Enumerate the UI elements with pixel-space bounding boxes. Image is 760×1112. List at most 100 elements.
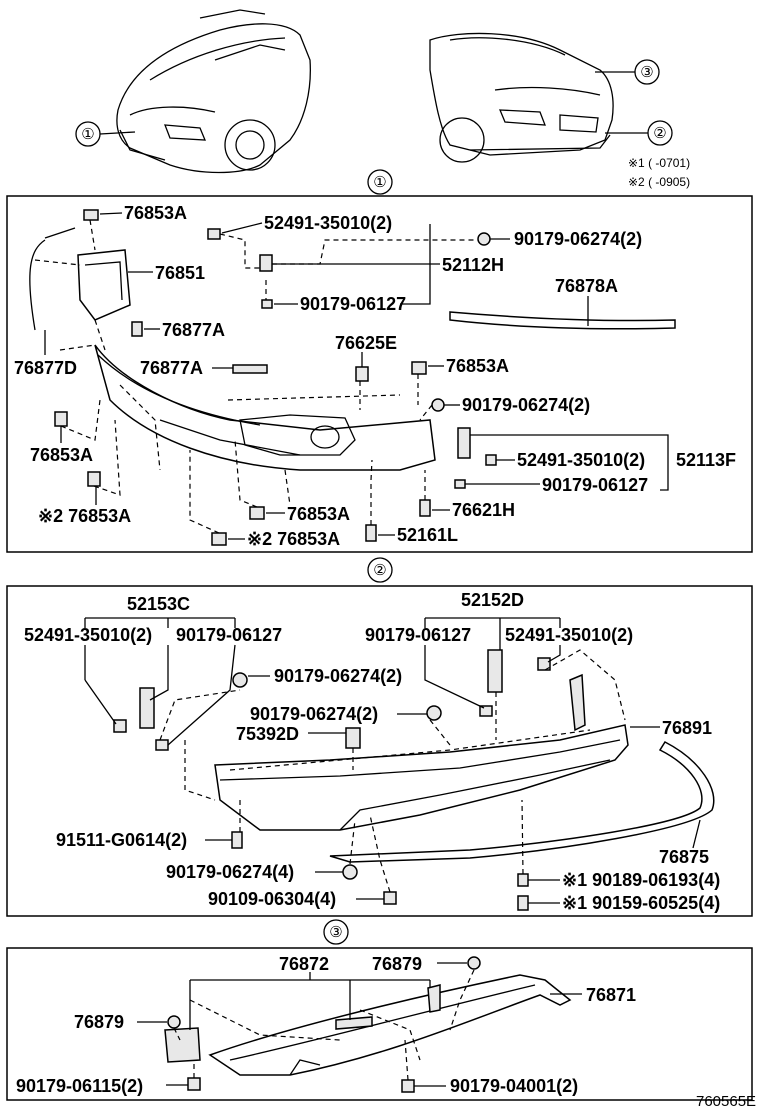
label-76872: 76872 — [279, 954, 329, 974]
label-90179-04001: 90179-04001(2) — [450, 1076, 578, 1096]
section-marker-1: ① — [367, 169, 393, 195]
nut-90179-06127-a — [261, 299, 273, 309]
screw-52491-a — [207, 228, 221, 240]
label-90179-06274-a: 90179-06274(2) — [514, 229, 642, 249]
label-76879-right: 76879 — [372, 954, 422, 974]
retainer-52153C — [139, 687, 155, 729]
section-3-leaders — [137, 962, 582, 1087]
label-76851: 76851 — [155, 263, 205, 283]
nut-90189 — [517, 873, 529, 887]
tape-76872 — [335, 1016, 373, 1030]
label-52161L: 52161L — [397, 525, 458, 545]
section-1-assembly-lines — [34, 219, 478, 534]
label-75392D: 75392D — [236, 724, 299, 744]
clip-76877A-a — [131, 321, 143, 337]
bolt-91511 — [231, 831, 243, 849]
clip-76625E — [355, 366, 369, 382]
section-marker-3: ③ — [323, 919, 349, 945]
label-76853A-mid: 76853A — [446, 356, 509, 376]
marker-rear-3: ③ — [595, 59, 660, 85]
label-52153C: 52153C — [127, 594, 190, 614]
molding-76877D — [29, 239, 46, 331]
molding-76875 — [329, 741, 715, 863]
clip-76877A-b — [232, 364, 268, 374]
svg-text:②: ② — [373, 562, 386, 579]
marker-rear-2: ② — [605, 120, 673, 146]
section-marker-2: ② — [367, 557, 393, 583]
section-2-frame — [6, 585, 753, 917]
note-1: ※1 ( -0701) — [628, 156, 690, 170]
section-2-leaders — [84, 617, 701, 904]
nut-90179-06274-c — [232, 672, 248, 688]
label-52491-35010-d: 52491-35010(2) — [505, 625, 633, 645]
svg-text:③: ③ — [640, 64, 653, 81]
label-90179-06127-a: 90179-06127 — [300, 294, 406, 314]
nut-90179-06274-b — [431, 398, 445, 412]
label-76853A-left: 76853A — [30, 445, 93, 465]
label-90179-06274-e: 90179-06274(4) — [166, 862, 294, 882]
plate-76872 — [164, 1027, 201, 1063]
nut-90179-06274-a — [477, 232, 491, 246]
label-90159-60525: ※1 90159-60525(4) — [562, 893, 720, 913]
front-car-view — [116, 9, 311, 174]
label-90179-06274-c: 90179-06274(2) — [274, 666, 402, 686]
nut-90179-06127-d — [479, 705, 493, 717]
diagram-id: 760565E — [696, 1093, 756, 1110]
label-90179-06274-d: 90179-06274(2) — [250, 704, 378, 724]
svg-text:①: ① — [81, 126, 94, 143]
clip-75392D — [345, 727, 361, 749]
label-91511-G0614: 91511-G0614(2) — [56, 830, 187, 850]
label-52491-35010-c: 52491-35010(2) — [24, 625, 152, 645]
section-3-assembly-lines — [173, 969, 475, 1081]
screw-90109 — [383, 891, 397, 905]
clip-76853A-left2 — [87, 471, 101, 487]
clip-76879-left — [167, 1015, 181, 1029]
label-52152D: 52152D — [461, 590, 524, 610]
label-76871: 76871 — [586, 985, 636, 1005]
label-76891: 76891 — [662, 718, 712, 738]
nut-90179-06115 — [187, 1077, 201, 1091]
label-90179-06127-b: 90179-06127 — [542, 475, 648, 495]
marker-front-1: ① — [75, 121, 136, 147]
clip-76853A-mid — [411, 361, 427, 375]
label-90179-06127-d: 90179-06127 — [365, 625, 471, 645]
bracket-76851 — [77, 249, 131, 321]
svg-text:③: ③ — [329, 924, 342, 941]
note-2: ※2 ( -0905) — [628, 175, 690, 189]
section-1-leaders — [44, 212, 669, 540]
label-76625E: 76625E — [335, 333, 397, 353]
label-90179-06115: 90179-06115(2) — [16, 1076, 143, 1096]
nut-90179-06274-e — [342, 864, 358, 880]
label-76853A-left2: ※2 76853A — [38, 506, 131, 526]
clip-76853A-bot — [249, 506, 265, 520]
screw-52491-d — [537, 657, 551, 671]
front-bumper-cover — [94, 344, 436, 471]
clip-52161L — [365, 524, 377, 542]
label-52491-35010-b: 52491-35010(2) — [517, 450, 645, 470]
label-90189-06193: ※1 90189-06193(4) — [562, 870, 720, 890]
label-52112H: 52112H — [442, 255, 504, 275]
rear-car-view — [429, 32, 614, 163]
molding-76878A — [449, 311, 676, 330]
screw-52491-b — [485, 454, 497, 466]
retainer-52152D — [487, 649, 503, 693]
label-76878A: 76878A — [555, 276, 618, 296]
retainer-52112H — [259, 254, 273, 272]
label-76853A-top: 76853A — [124, 203, 187, 223]
nut-90179-06127-c — [155, 739, 169, 751]
screw-52491-c — [113, 719, 127, 733]
clip-76872-b — [427, 984, 441, 1013]
screw-90159 — [517, 895, 529, 911]
retainer-52113F — [457, 427, 471, 459]
nut-90179-04001 — [401, 1079, 415, 1093]
clip-76853A-bot2 — [211, 532, 227, 546]
rear-bumper-cover — [214, 724, 629, 831]
clip-76853A-top — [83, 209, 99, 221]
label-76877D: 76877D — [14, 358, 77, 378]
rear-spoiler — [208, 974, 572, 1076]
section-2-assembly-lines — [159, 649, 626, 893]
section-1-frame — [6, 195, 753, 553]
label-52113F: 52113F — [676, 450, 736, 470]
label-76853A-bot: 76853A — [287, 504, 350, 524]
